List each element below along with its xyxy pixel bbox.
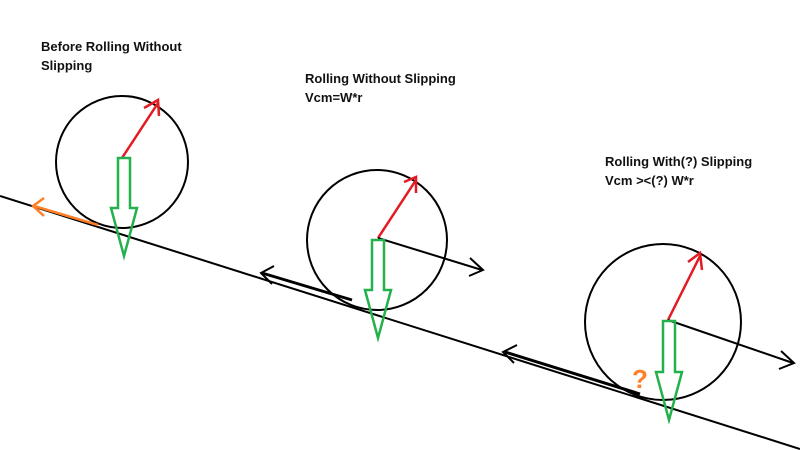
- wheel-without: [259, 169, 485, 343]
- wheel-without-circle: [306, 169, 448, 311]
- label-before-line1: Before Rolling Without: [41, 39, 182, 54]
- wheel-before-radius-arrowhead: [143, 97, 161, 117]
- wheel-without-radius-arrow: [376, 179, 418, 239]
- incline-line: [0, 195, 800, 450]
- wheel-with-radius-arrow: [666, 255, 702, 321]
- wheel-with-friction-arrow: [504, 350, 641, 396]
- label-without-line2: Vcm=W*r: [305, 90, 363, 105]
- label-with-line2: Vcm ><(?) W*r: [605, 173, 694, 188]
- question-mark: ?: [632, 364, 648, 394]
- label-with-line1: Rolling With(?) Slipping: [605, 154, 753, 169]
- label-with: Rolling With(?) Slipping Vcm ><(?) W*r: [605, 152, 752, 190]
- wheel-without-friction-arrowhead: [259, 265, 275, 285]
- wheel-without-radius-arrowhead: [403, 175, 418, 193]
- label-without-line1: Rolling Without Slipping: [305, 71, 456, 86]
- wheel-before-gravity-arrow: [109, 156, 139, 261]
- label-without: Rolling Without Slipping Vcm=W*r: [305, 69, 456, 107]
- wheel-without-gravity-arrow: [363, 238, 393, 343]
- wheel-before-circle: [55, 95, 189, 229]
- wheel-with-velocity-arrowhead: [778, 350, 796, 370]
- wheel-with-friction-arrowhead: [501, 344, 518, 364]
- wheel-before-friction-arrowhead: [31, 196, 45, 217]
- wheel-with-gravity-arrow: [654, 319, 684, 425]
- wheel-without-velocity-arrowhead: [468, 257, 485, 277]
- wheel-before-radius-arrow: [120, 102, 160, 159]
- wheel-before-friction-arrow: [33, 204, 99, 227]
- wheel-without-velocity-arrow: [377, 237, 483, 271]
- label-before: Before Rolling Without Slipping: [41, 37, 182, 75]
- wheel-with-velocity-arrow: [667, 319, 794, 364]
- wheel-without-friction-arrow: [261, 271, 353, 302]
- wheel-before: [31, 95, 189, 261]
- wheel-with: [501, 243, 796, 425]
- wheel-with-radius-arrowhead: [687, 250, 704, 271]
- label-before-line2: Slipping: [41, 58, 93, 73]
